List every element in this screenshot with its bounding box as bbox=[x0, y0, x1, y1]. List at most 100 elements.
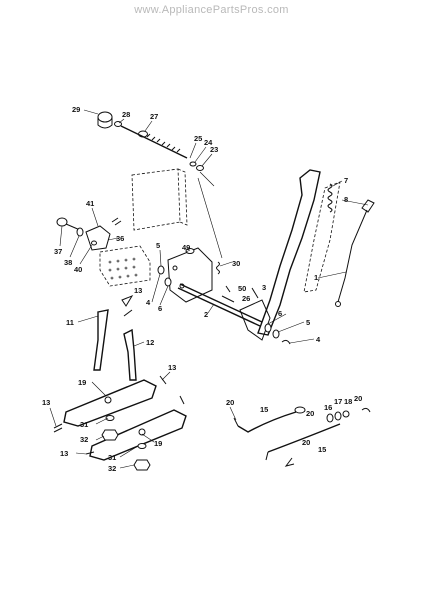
callout-31-upper: 31 bbox=[80, 420, 88, 429]
grip-8 bbox=[361, 199, 375, 213]
callout-2: 2 bbox=[204, 310, 208, 319]
callout-7: 7 bbox=[344, 176, 348, 185]
ferrule-16 bbox=[326, 413, 334, 423]
callout-12: 12 bbox=[146, 338, 154, 347]
pin-parts bbox=[121, 285, 259, 317]
clip-13-left bbox=[53, 423, 63, 433]
callout-6: 6 bbox=[158, 304, 162, 313]
callout-20-a: 20 bbox=[226, 398, 234, 407]
washer-31-upper bbox=[105, 415, 115, 421]
callout-41: 41 bbox=[86, 199, 94, 208]
callout-49: 49 bbox=[182, 243, 190, 252]
callout-4: 4 bbox=[146, 298, 151, 307]
callout-1: 1 bbox=[314, 273, 318, 282]
washer-5-right bbox=[272, 329, 280, 339]
callout-13-lower: 13 bbox=[60, 449, 68, 458]
nut-32-upper bbox=[101, 429, 119, 441]
callout-24: 24 bbox=[204, 138, 213, 147]
callout-5-right: 5 bbox=[306, 318, 310, 327]
lift-lever bbox=[257, 169, 321, 336]
clip-20-upper bbox=[294, 406, 306, 414]
callout-37: 37 bbox=[54, 247, 62, 256]
washer-38 bbox=[76, 227, 84, 237]
left-side-plate bbox=[99, 245, 151, 287]
center-bracket-assembly bbox=[157, 247, 220, 303]
nut-18 bbox=[342, 410, 350, 418]
callout-4-right: 4 bbox=[316, 335, 321, 344]
rod-15-lower bbox=[267, 423, 341, 453]
callout-25: 25 bbox=[194, 134, 202, 143]
callout-50: 50 bbox=[238, 284, 246, 293]
nut-32-lower bbox=[133, 459, 151, 471]
callout-15-a: 15 bbox=[260, 405, 268, 414]
callout-26: 26 bbox=[242, 294, 250, 303]
callout-29: 29 bbox=[72, 105, 80, 114]
callout-31-lower: 31 bbox=[108, 453, 116, 462]
callout-30: 30 bbox=[232, 259, 240, 268]
threaded-rod-25 bbox=[120, 125, 188, 159]
clip-20-right bbox=[361, 407, 371, 413]
ferrule-17 bbox=[334, 411, 342, 421]
rod-15-upper bbox=[237, 411, 297, 433]
washer-5 bbox=[157, 265, 165, 275]
link-12 bbox=[123, 328, 137, 381]
clip-20-bottom bbox=[284, 457, 295, 467]
lift-arm-19-lower bbox=[89, 409, 187, 461]
nut-23 bbox=[196, 165, 204, 171]
callout-15-b: 15 bbox=[318, 445, 326, 454]
clip-13-top bbox=[121, 294, 134, 307]
washer-28 bbox=[114, 121, 122, 127]
bracket-41 bbox=[85, 225, 111, 251]
knob-37 bbox=[56, 217, 68, 227]
washer-6-right bbox=[264, 323, 272, 333]
pin-50 bbox=[225, 285, 231, 293]
lift-lever-assembly bbox=[257, 169, 375, 336]
callout-19-upper: 19 bbox=[78, 378, 86, 387]
callout-20-c: 20 bbox=[354, 394, 362, 403]
clip-13-right bbox=[159, 375, 185, 405]
spring-7 bbox=[327, 183, 333, 213]
clip-13-top2 bbox=[123, 309, 133, 317]
mounting-plate bbox=[131, 168, 188, 231]
washer-49 bbox=[185, 248, 195, 254]
control-rod-assembly bbox=[233, 406, 371, 467]
spring-30 bbox=[216, 261, 220, 275]
bushing-6-left bbox=[164, 277, 172, 287]
callout-19-lower: 19 bbox=[154, 439, 162, 448]
lever-grip-housing bbox=[303, 181, 341, 293]
lift-shaft-2 bbox=[177, 283, 291, 345]
callout-labels: 29 28 27 25 24 23 7 8 41 37 38 40 36 5 4… bbox=[42, 105, 362, 473]
callout-6-right: 6 bbox=[278, 309, 282, 318]
washer-31-lower bbox=[137, 443, 147, 449]
callout-5: 5 bbox=[156, 241, 160, 250]
clip-26 bbox=[221, 295, 235, 303]
callout-8: 8 bbox=[344, 195, 348, 204]
clip-13-lower-left bbox=[85, 451, 95, 455]
lift-arms bbox=[53, 375, 187, 471]
callout-13-left: 13 bbox=[42, 398, 50, 407]
callout-40: 40 bbox=[74, 265, 82, 274]
callout-36: 36 bbox=[116, 234, 124, 243]
callout-27: 27 bbox=[150, 112, 158, 121]
washer-40 bbox=[91, 240, 97, 246]
callout-17: 17 bbox=[334, 397, 342, 406]
leader-lines bbox=[49, 109, 369, 469]
callout-23: 23 bbox=[210, 145, 218, 154]
lift-links bbox=[93, 309, 137, 381]
knob-29 bbox=[97, 111, 113, 123]
callout-18: 18 bbox=[344, 397, 352, 406]
callout-16: 16 bbox=[324, 403, 332, 412]
callout-11: 11 bbox=[66, 318, 74, 327]
washer-24 bbox=[189, 161, 197, 167]
callout-20-b: 20 bbox=[306, 409, 314, 418]
clip-4-right bbox=[281, 339, 291, 345]
pin-3 bbox=[251, 287, 259, 299]
callout-32-upper: 32 bbox=[80, 435, 88, 444]
callout-13: 13 bbox=[134, 286, 142, 295]
lift-arm-19-upper bbox=[63, 379, 157, 427]
callout-13-right: 13 bbox=[168, 363, 176, 372]
link-11 bbox=[93, 309, 109, 371]
bracket-plate bbox=[167, 247, 213, 303]
watermark: www.AppliancePartsPros.com bbox=[134, 4, 289, 16]
callout-20-d: 20 bbox=[302, 438, 310, 447]
